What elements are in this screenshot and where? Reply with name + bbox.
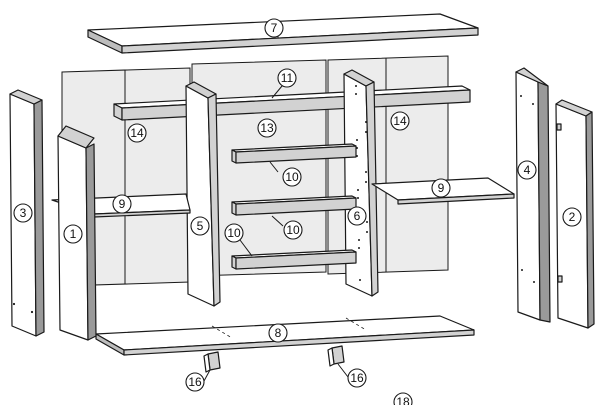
callout-2: 2 <box>562 207 582 227</box>
callout-10-top-label: 10 <box>285 170 299 184</box>
callout-10-bottom-label: 10 <box>227 226 241 240</box>
callout-11-label: 11 <box>281 71 294 85</box>
callout-6: 6 <box>347 206 367 226</box>
rail-10-bottom <box>231 249 357 270</box>
callout-2-label: 2 <box>569 210 576 224</box>
callout-8: 8 <box>268 323 288 343</box>
callout-16-left-label: 16 <box>188 375 202 389</box>
callout-4-label: 4 <box>524 163 531 177</box>
foot-right <box>327 345 345 367</box>
callout-11: 11 <box>277 68 297 88</box>
callout-13-label: 13 <box>260 121 274 135</box>
callout-4: 4 <box>517 160 537 180</box>
callout-9-right-label: 9 <box>438 181 445 195</box>
callout-5-label: 5 <box>197 219 204 233</box>
callout-18: 18 <box>393 392 413 405</box>
foot-left <box>203 351 221 373</box>
callout-1-label: 1 <box>70 227 77 241</box>
callout-9-left-label: 9 <box>119 197 126 211</box>
callout-10-bottom: 10 <box>224 223 244 243</box>
callout-14-left: 14 <box>127 123 147 143</box>
side-panel-4 <box>515 67 551 323</box>
callout-16-right-label: 16 <box>350 371 364 385</box>
callout-16-right: 16 <box>347 368 367 388</box>
callout-10-top: 10 <box>282 167 302 187</box>
callout-3: 3 <box>13 203 33 223</box>
callout-9-left: 9 <box>112 194 132 214</box>
callout-3-label: 3 <box>20 206 27 220</box>
divider-left <box>185 81 221 307</box>
callout-6-label: 6 <box>354 209 361 223</box>
top-board <box>87 13 479 54</box>
callout-13: 13 <box>257 118 277 138</box>
callout-10-middle: 10 <box>283 220 303 240</box>
callout-14-right-label: 14 <box>393 114 407 128</box>
callout-8-label: 8 <box>275 326 282 340</box>
rail-10-top <box>231 143 357 164</box>
callout-18-label: 18 <box>396 395 410 405</box>
callout-10-middle-label: 10 <box>286 223 300 237</box>
rail-10-middle <box>231 195 357 216</box>
callout-14-left-label: 14 <box>130 126 144 140</box>
callout-1: 1 <box>63 224 83 244</box>
callout-7-label: 7 <box>271 21 278 35</box>
callout-5: 5 <box>190 216 210 236</box>
callout-7: 7 <box>264 18 284 38</box>
callout-16-left: 16 <box>185 372 205 392</box>
divider-right <box>343 69 379 297</box>
callout-14-right: 14 <box>390 111 410 131</box>
callout-9-right: 9 <box>431 178 451 198</box>
